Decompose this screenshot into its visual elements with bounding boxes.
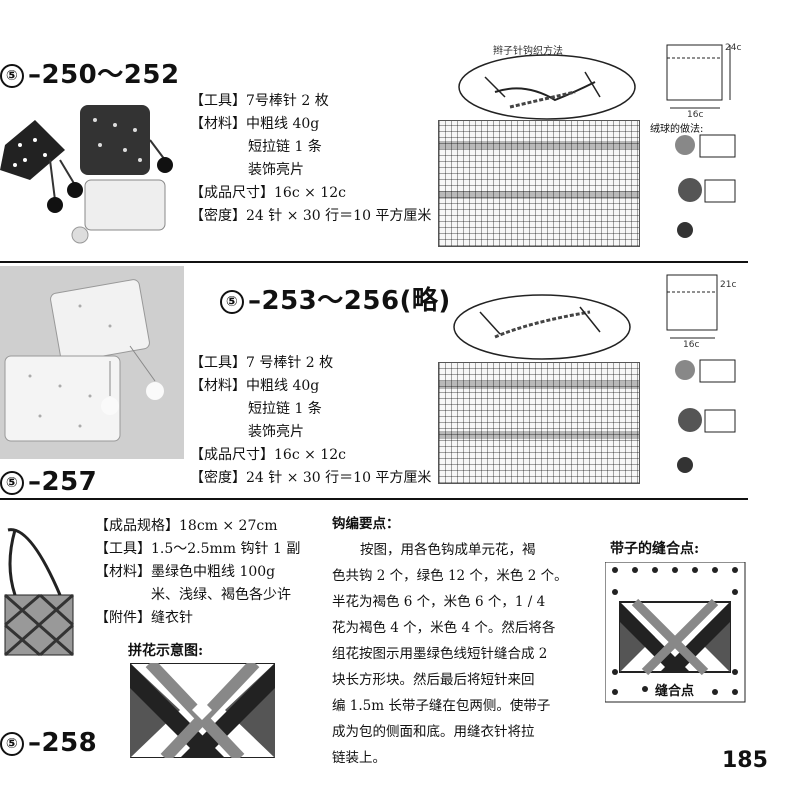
spec-key: 【工具】 <box>95 541 151 557</box>
dimension-width: 16c <box>683 340 700 350</box>
spec-value: 16c × 12c <box>274 185 346 201</box>
pompom-diagram-1: 16c 24c 绒球的做法: <box>645 30 745 240</box>
spec-row: 【材料】中粗线 40g <box>190 113 431 136</box>
method-text: 按图，用各色钩成单元花，褐 色共钩 2 个，绿色 12 个，米色 2 个。 半花… <box>332 537 607 771</box>
dimension-height: 21c <box>720 280 737 290</box>
spec-key: 【附件】 <box>95 610 151 626</box>
spec-row: 【成品尺寸】16c × 12c <box>190 182 431 205</box>
method-line: 编 1.5m 长带子缝在包两侧。使带子 <box>332 698 551 714</box>
dimension-width: 16c <box>687 110 704 120</box>
chain-stitch-caption: 辫子针钩织方法 <box>493 46 563 57</box>
spec-value: 装饰亮片 <box>248 162 304 178</box>
spec-value: 装饰亮片 <box>248 424 304 440</box>
spec-value: 中粗线 40g <box>246 378 320 394</box>
spec-row: 【工具】1.5～2.5mm 钩针 1 副 <box>95 538 300 561</box>
spec-row: 【密度】24 针 × 30 行＝10 平方厘米 <box>190 467 431 490</box>
spec-key: 【成品尺寸】 <box>190 447 274 463</box>
spec-value: 米、浅绿、褐色各少许 <box>151 587 291 603</box>
section1-title-text: –250～252 <box>28 60 180 90</box>
spec-row: 【成品规格】18cm × 27cm <box>95 515 300 538</box>
section1-number: ⑤ <box>0 63 24 88</box>
spec-row: 【工具】7号棒针 2 枚 <box>190 90 431 113</box>
spec-key: 【密度】 <box>190 208 246 224</box>
spec-value: 中粗线 40g <box>246 116 320 132</box>
spec-row: 【成品尺寸】16c × 12c <box>190 444 431 467</box>
section2-left-title-text: –257 <box>28 467 98 497</box>
dimension-height: 24c <box>725 43 742 53</box>
spec-key: 【成品尺寸】 <box>190 185 274 201</box>
section1-photo <box>0 100 180 250</box>
method-line: 块长方形块。然后最后将短针来回 <box>332 672 535 688</box>
section-divider <box>0 261 748 263</box>
section3-number: ⑤ <box>0 731 24 756</box>
section3-bag-illustration <box>0 525 90 685</box>
section1-title: ⑤–250～252 <box>0 54 180 91</box>
pompom-diagram-2: 16c 21c <box>645 270 745 480</box>
section2-photo <box>0 266 184 459</box>
pompom-caption: 绒球的做法: <box>650 124 704 135</box>
section-divider <box>0 498 748 500</box>
spec-row: 【附件】缝衣针 <box>95 607 300 630</box>
spec-row: 装饰亮片 <box>190 159 431 182</box>
method-line: 组花按图示用墨绿色线短针缝合成 2 <box>332 646 548 662</box>
section1-specs: 【工具】7号棒针 2 枚 【材料】中粗线 40g 短拉链 1 条 装饰亮片 【成… <box>190 90 431 228</box>
section2-title: ⑤–253～256(略) <box>220 280 451 317</box>
spec-key: 【工具】 <box>190 93 246 109</box>
diagram-caption: 拼花示意图: <box>128 643 204 659</box>
spec-row: 短拉链 1 条 <box>190 136 431 159</box>
spec-key: 【成品规格】 <box>95 518 179 534</box>
method-line: 色共钩 2 个，绿色 12 个，米色 2 个。 <box>332 568 568 584</box>
spec-value: 短拉链 1 条 <box>248 401 322 417</box>
section3-title-text: –258 <box>28 728 98 758</box>
method-line: 花为褐色 4 个，米色 4 个。然后将各 <box>332 620 556 636</box>
spec-row: 【密度】24 针 × 30 行＝10 平方厘米 <box>190 205 431 228</box>
section2-title-text: –253～256(略) <box>248 286 451 316</box>
section3-title: ⑤–258 <box>0 728 97 758</box>
spec-key: 【密度】 <box>190 470 246 486</box>
spec-row: 装饰亮片 <box>190 421 431 444</box>
spec-value: 短拉链 1 条 <box>248 139 322 155</box>
spec-key: 【材料】 <box>95 564 151 580</box>
method-line: 链装上。 <box>332 750 386 766</box>
spec-key: 【工具】 <box>190 355 246 371</box>
spec-row: 【材料】墨绿色中粗线 100g <box>95 561 300 584</box>
method-line: 半花为褐色 6 个，米色 6 个，1 / 4 <box>332 594 546 610</box>
spec-value: 1.5～2.5mm 钩针 1 副 <box>151 541 301 557</box>
patchwork-diagram <box>129 658 276 763</box>
knitting-chart-1 <box>438 120 640 247</box>
chart-band <box>439 381 639 389</box>
section2-left-title: ⑤–257 <box>0 467 97 497</box>
spec-row: 【材料】中粗线 40g <box>190 375 431 398</box>
spec-value: 18cm × 27cm <box>179 518 278 534</box>
chain-stitch-diagram: 辫子针钩织方法 <box>455 42 640 122</box>
spec-value: 7号棒针 2 枚 <box>246 93 329 109</box>
spec-key: 【材料】 <box>190 116 246 132</box>
spec-row: 短拉链 1 条 <box>190 398 431 421</box>
spec-value: 缝衣针 <box>151 610 193 626</box>
strap-seam-diagram: 缝合点 <box>604 561 753 712</box>
chart-band <box>439 141 639 149</box>
seam-label: 缝合点 <box>655 684 695 699</box>
method-title: 钩编要点： <box>332 516 400 532</box>
knitting-chart-2 <box>438 362 640 484</box>
section3-specs: 【成品规格】18cm × 27cm 【工具】1.5～2.5mm 钩针 1 副 【… <box>95 515 300 630</box>
method-line: 按图，用各色钩成单元花，褐 <box>360 542 536 558</box>
spec-value: 7 号棒针 2 枚 <box>246 355 334 371</box>
spec-value: 24 针 × 30 行＝10 平方厘米 <box>246 470 432 486</box>
section2-specs: 【工具】7 号棒针 2 枚 【材料】中粗线 40g 短拉链 1 条 装饰亮片 【… <box>190 352 431 490</box>
page-number: 185 <box>722 748 768 773</box>
spec-key: 【材料】 <box>190 378 246 394</box>
spec-value: 24 针 × 30 行＝10 平方厘米 <box>246 208 432 224</box>
spec-row: 【工具】7 号棒针 2 枚 <box>190 352 431 375</box>
chart-band <box>439 191 639 199</box>
method-line: 成为包的侧面和底。用缝衣针将拉 <box>332 724 535 740</box>
spec-row: 米、浅绿、褐色各少许 <box>95 584 300 607</box>
section2-left-number: ⑤ <box>0 470 24 495</box>
section2-number: ⑤ <box>220 289 244 314</box>
spec-value: 墨绿色中粗线 100g <box>151 564 276 580</box>
spec-value: 16c × 12c <box>274 447 346 463</box>
strap-title: 带子的缝合点: <box>610 541 700 557</box>
chart-band <box>439 431 639 439</box>
chain-stitch-diagram-2 <box>450 292 635 362</box>
